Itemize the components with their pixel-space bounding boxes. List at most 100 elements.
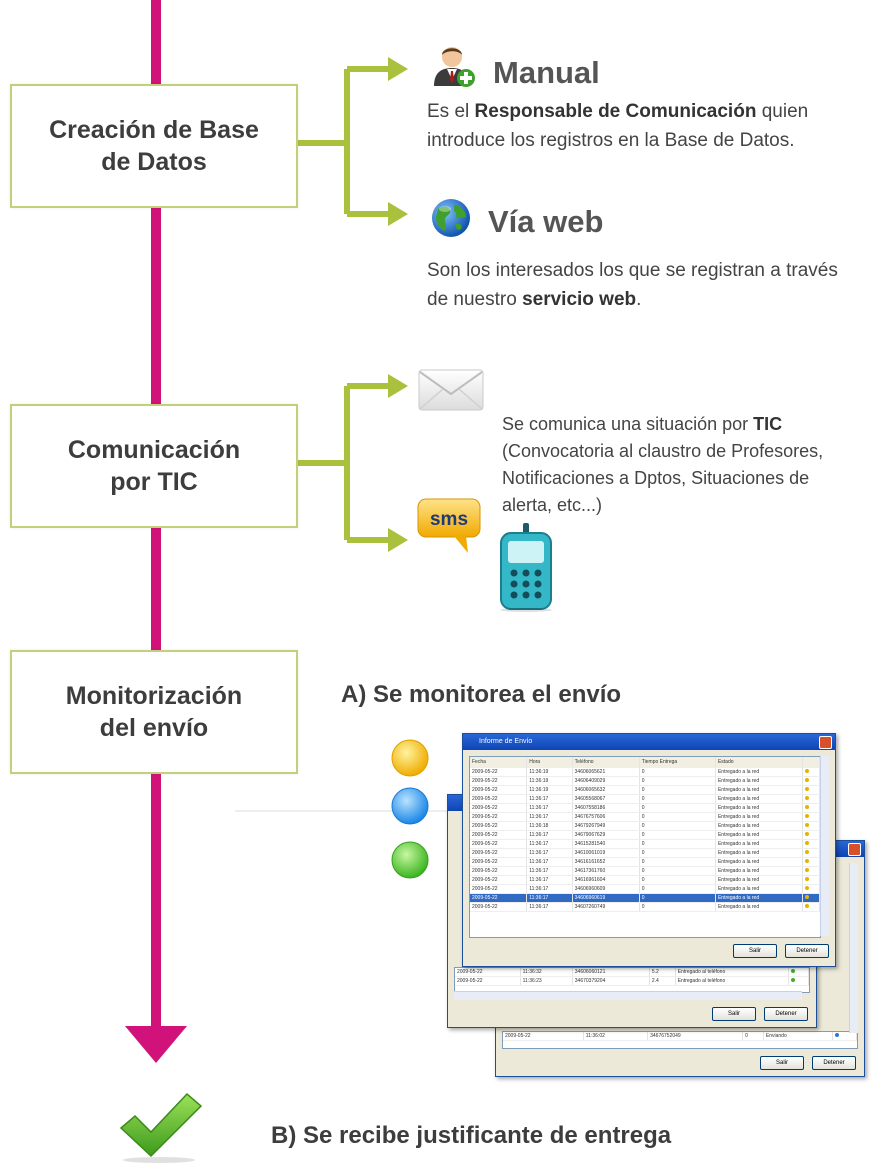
status-dot-icon — [791, 969, 796, 973]
table-cell: 2009-05-22 — [470, 839, 528, 849]
web-description: Son los interesados los que se registran… — [427, 256, 857, 314]
table-cell: 11:36:19 — [526, 785, 573, 795]
table-cell: 2009-05-22 — [470, 875, 528, 885]
report-salir-button[interactable]: Salir — [733, 944, 777, 958]
table-cell: Entregado a la red — [715, 830, 803, 840]
sending-detener-button[interactable]: Detener — [812, 1056, 856, 1070]
table-cell: 2009-05-22 — [470, 884, 528, 894]
column-header[interactable]: Estado — [715, 757, 803, 768]
table-cell: 11:36:19 — [526, 776, 573, 786]
column-header[interactable]: Hora — [526, 757, 573, 768]
table-cell: 2009-05-22 — [470, 866, 528, 876]
table-cell: 11:36:17 — [526, 803, 573, 813]
phone-detener-button[interactable]: Detener — [764, 1007, 808, 1021]
table-cell: 11:36:17 — [526, 848, 573, 858]
status-dot-icon — [804, 877, 809, 881]
table-cell: 11:36:18 — [526, 821, 573, 831]
status-cell — [802, 857, 820, 867]
sending-salir-button[interactable]: Salir — [760, 1056, 804, 1070]
status-cell — [832, 1032, 857, 1041]
table-cell: 11:36:17 — [526, 857, 573, 867]
table-cell: 2009-05-22 — [455, 976, 521, 986]
table-cell: Entregado al teléfono — [675, 976, 790, 986]
status-dot-icon — [804, 850, 809, 854]
report-scrollbar[interactable] — [820, 756, 829, 936]
manual-desc-prefix: Es el — [427, 101, 475, 122]
status-cell — [802, 767, 820, 777]
status-dot-icon — [804, 868, 809, 872]
sending-scrollbar[interactable] — [849, 863, 858, 1033]
column-header[interactable]: Teléfono — [572, 757, 640, 768]
checkmark-icon — [119, 1092, 203, 1163]
blue-light-icon — [391, 787, 429, 825]
table-cell: Entregado a la red — [715, 821, 803, 831]
table-cell: 0 — [639, 767, 716, 777]
connector-creacion — [296, 66, 392, 217]
table-cell: 11:36:17 — [526, 866, 573, 876]
report-window-titlebar: Informe de Envío — [463, 734, 835, 750]
user-add-icon — [434, 47, 475, 87]
phone-salir-button[interactable]: Salir — [712, 1007, 756, 1021]
stage-creacion-label: Creación de Base de Datos — [49, 116, 259, 176]
table-cell: 2009-05-22 — [470, 893, 528, 903]
arrow-web — [388, 202, 408, 226]
status-lights — [391, 739, 429, 879]
table-cell: 11:36:17 — [526, 902, 573, 912]
status-cell — [802, 848, 820, 858]
table-cell: 0 — [742, 1032, 764, 1041]
sms-label: sms — [430, 509, 468, 530]
table-cell: 34679067629 — [572, 830, 640, 840]
phone-scrollbar[interactable] — [454, 991, 802, 1000]
table-cell: Entregado a la red — [715, 785, 803, 795]
table-cell: 11:36:17 — [526, 875, 573, 885]
status-cell — [802, 893, 820, 903]
arrow-sms — [388, 528, 408, 552]
column-header[interactable]: Fecha — [470, 757, 528, 768]
stage-monitorizacion: Monitorización del envío — [10, 650, 298, 774]
table-cell: 2009-05-22 — [470, 830, 528, 840]
close-icon[interactable] — [819, 736, 832, 749]
table-cell: 0 — [639, 857, 716, 867]
stage-creacion-base-datos: Creación de Base de Datos — [10, 84, 298, 208]
table-cell: Entregado a la red — [715, 794, 803, 804]
status-dot-icon — [804, 895, 809, 899]
status-dot-icon — [804, 823, 809, 827]
table-cell: 34605568067 — [572, 794, 640, 804]
close-icon[interactable] — [848, 843, 861, 856]
globe-icon — [432, 199, 470, 237]
timeline-arrowhead — [125, 1026, 187, 1063]
table-cell: 0 — [639, 803, 716, 813]
column-header[interactable]: Tiempo Entrega — [639, 757, 716, 768]
tic-desc-prefix: Se comunica una situación por — [502, 414, 754, 434]
table-cell: 2009-05-22 — [470, 803, 528, 813]
receipt-title: B) Se recibe justificante de entrega — [271, 1122, 672, 1149]
table-cell: 34606065621 — [572, 767, 640, 777]
table-cell: Entregado a la red — [715, 893, 803, 903]
report-detener-button[interactable]: Detener — [785, 944, 829, 958]
table-cell: 0 — [639, 893, 716, 903]
status-cell — [788, 968, 809, 977]
status-dot-icon — [804, 841, 809, 845]
